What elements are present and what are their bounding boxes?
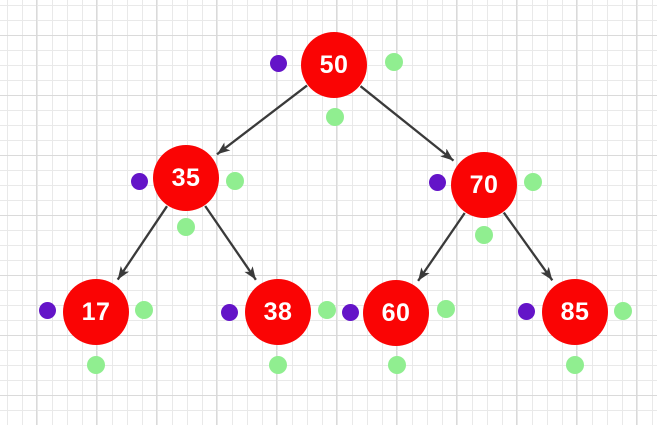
green-dot-bottom-of-85[interactable] <box>566 356 584 374</box>
node-value: 35 <box>171 163 201 192</box>
node-value: 70 <box>469 170 499 199</box>
edge-35-38[interactable] <box>204 205 257 281</box>
purple-dot-left-of-35[interactable] <box>130 172 148 190</box>
green-dot-bottom-of-60[interactable] <box>388 356 406 374</box>
green-dot-bottom-of-35[interactable] <box>177 218 195 236</box>
node-value: 38 <box>263 297 293 326</box>
edge-70-85[interactable] <box>502 211 554 281</box>
purple-dot-left-of-38[interactable] <box>220 303 238 321</box>
tree-node-50[interactable]: 50 <box>301 32 367 98</box>
purple-dot-left-of-17[interactable] <box>38 301 56 319</box>
edge-50-70[interactable] <box>359 85 455 162</box>
purple-dot-left-of-70[interactable] <box>428 173 446 191</box>
purple-dot-left-of-50[interactable] <box>269 54 287 72</box>
green-dot-right-of-70[interactable] <box>524 173 542 191</box>
purple-dot-left-of-60[interactable] <box>341 303 359 321</box>
green-dot-right-of-38[interactable] <box>318 301 336 319</box>
tree-node-60[interactable]: 60 <box>363 280 429 346</box>
node-value: 50 <box>319 50 349 79</box>
tree-node-85[interactable]: 85 <box>542 279 608 345</box>
green-dot-bottom-of-50[interactable] <box>326 108 344 126</box>
green-dot-right-of-50[interactable] <box>385 53 403 71</box>
tree-node-35[interactable]: 35 <box>153 145 219 211</box>
green-dot-right-of-17[interactable] <box>135 301 153 319</box>
node-value: 60 <box>381 298 411 327</box>
green-dot-bottom-of-17[interactable] <box>87 356 105 374</box>
green-dot-right-of-85[interactable] <box>614 302 632 320</box>
edge-50-35[interactable] <box>216 84 308 156</box>
purple-dot-left-of-85[interactable] <box>517 302 535 320</box>
node-value: 17 <box>81 297 111 326</box>
edge-35-17[interactable] <box>116 205 168 281</box>
edge-70-60[interactable] <box>417 212 466 282</box>
green-dot-right-of-60[interactable] <box>437 300 455 318</box>
tree-node-70[interactable]: 70 <box>451 152 517 218</box>
tree-node-17[interactable]: 17 <box>63 279 129 345</box>
green-dot-right-of-35[interactable] <box>226 172 244 190</box>
green-dot-bottom-of-38[interactable] <box>269 356 287 374</box>
tree-node-38[interactable]: 38 <box>245 279 311 345</box>
green-dot-bottom-of-70[interactable] <box>475 226 493 244</box>
node-value: 85 <box>560 297 590 326</box>
